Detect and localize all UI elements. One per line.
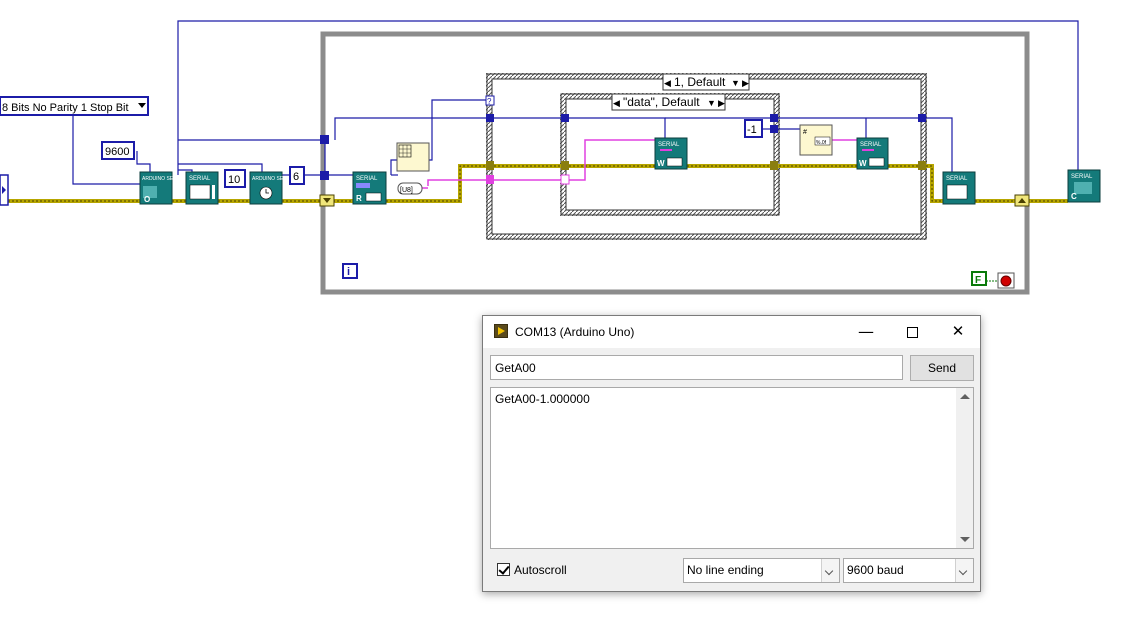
inner-case-selector[interactable]: ◀ "data", Default ▼ ▶	[611, 93, 726, 111]
svg-text:W: W	[859, 159, 867, 168]
chevron-down-icon[interactable]	[955, 559, 973, 582]
autoscroll-checkbox[interactable]	[497, 563, 510, 576]
svg-text:6: 6	[293, 171, 299, 183]
svg-text:SERIAL: SERIAL	[356, 176, 378, 182]
svg-text:SERIAL: SERIAL	[946, 176, 968, 182]
svg-text:SERIAL: SERIAL	[1071, 174, 1093, 180]
svg-text:SERIAL: SERIAL	[658, 142, 680, 148]
autoscroll-label: Autoscroll	[514, 563, 567, 577]
case-tunnels	[486, 114, 926, 185]
block-diagram: 8 Bits No Parity 1 Stop Bit 9600 ARDUINO…	[0, 20, 1101, 295]
svg-text:▼: ▼	[731, 78, 740, 88]
svg-text:#: #	[803, 129, 807, 136]
unknown-tunnel: ?	[485, 95, 495, 106]
svg-text:W: W	[657, 159, 665, 168]
baud-constant[interactable]: 9600	[101, 141, 135, 160]
send-button[interactable]: Send	[910, 355, 974, 381]
close-button[interactable]: ✕	[935, 316, 981, 348]
arduino-serial-icon	[494, 324, 508, 338]
svg-text:F: F	[975, 275, 981, 286]
maximize-button[interactable]	[889, 316, 935, 348]
chevron-down-icon[interactable]	[821, 559, 839, 582]
outer-case-selector[interactable]: ◀ 1, Default ▼ ▶	[662, 73, 750, 91]
baud-rate-value: 9600 baud	[847, 563, 904, 577]
baud-rate-select[interactable]: 9600 baud	[843, 558, 974, 583]
bytes-constant[interactable]: 6	[289, 166, 305, 185]
line-ending-value: No line ending	[687, 563, 764, 577]
while-loop-frame[interactable]	[320, 31, 1030, 295]
serial-monitor-window[interactable]: COM13 (Arduino Uno) — ✕ GetA00 Send GetA…	[482, 315, 981, 592]
svg-text:i: i	[347, 266, 350, 278]
svg-text:C: C	[1071, 192, 1077, 201]
svg-text:%.0f: %.0f	[816, 140, 827, 146]
neg-one-constant[interactable]: -1	[744, 119, 763, 138]
svg-text:10: 10	[228, 174, 240, 186]
window-title: COM13 (Arduino Uno)	[515, 325, 635, 339]
number-to-string-node[interactable]: # %.0f	[799, 124, 833, 156]
loop-tunnels	[319, 135, 1030, 207]
serial-output-area[interactable]: GetA00-1.000000	[490, 387, 974, 549]
svg-text:[U8]: [U8]	[400, 187, 413, 194]
svg-text:SERIAL: SERIAL	[189, 176, 211, 182]
vertical-scrollbar[interactable]	[956, 388, 973, 548]
maximize-icon	[906, 327, 918, 338]
array-index-node[interactable]	[396, 142, 430, 172]
serial-write-node-outer[interactable]: SERIAL W	[856, 137, 889, 170]
serial-config-node[interactable]: SERIAL	[185, 171, 219, 205]
serial-config-constant[interactable]: 8 Bits No Parity 1 Stop Bit	[0, 96, 149, 116]
timeout-constant[interactable]: 10	[224, 169, 246, 188]
scroll-down-icon[interactable]	[960, 537, 970, 542]
line-ending-select[interactable]: No line ending	[683, 558, 840, 583]
svg-text:ARDUINO SERIAL: ARDUINO SERIAL	[252, 176, 294, 182]
minimize-button[interactable]: —	[843, 316, 889, 348]
serial-read-node[interactable]: SERIAL R	[352, 171, 387, 205]
close-icon: ✕	[951, 322, 965, 340]
arduino-serial-open-node[interactable]: ARDUINO SERIAL O	[139, 171, 184, 205]
serial-write-node-inner[interactable]: SERIAL W	[654, 137, 688, 170]
svg-text:◀: ◀	[664, 78, 671, 88]
svg-text:SERIAL: SERIAL	[860, 142, 882, 148]
reference-wires	[72, 20, 1079, 185]
stop-constant[interactable]: F	[971, 271, 998, 286]
svg-text:1, Default: 1, Default	[674, 75, 726, 89]
stop-condition-terminal[interactable]	[997, 272, 1015, 289]
svg-text:O: O	[144, 195, 150, 204]
arduino-serial-close-node[interactable]: SERIAL C	[1067, 169, 1101, 203]
svg-text:"data", Default: "data", Default	[623, 95, 700, 109]
svg-text:9600: 9600	[105, 146, 129, 158]
svg-text:R: R	[356, 194, 362, 203]
svg-text:?: ?	[487, 97, 492, 106]
serial-output-text: GetA00-1.000000	[495, 392, 590, 406]
u8-conversion-node[interactable]: [U8]	[397, 182, 423, 195]
svg-text:◀: ◀	[613, 98, 620, 108]
svg-text:-1: -1	[747, 124, 757, 136]
svg-text:8 Bits No Parity 1 Stop Bit: 8 Bits No Parity 1 Stop Bit	[2, 102, 129, 114]
minimize-icon: —	[858, 322, 874, 341]
arduino-serial-timeout-node[interactable]: ARDUINO SERIAL	[249, 171, 294, 205]
svg-text:▶: ▶	[742, 78, 749, 88]
svg-text:▶: ▶	[718, 98, 725, 108]
title-bar[interactable]: COM13 (Arduino Uno) — ✕	[483, 316, 980, 348]
scroll-up-icon[interactable]	[960, 394, 970, 399]
error-wires	[0, 164, 1068, 203]
svg-text:▼: ▼	[707, 98, 716, 108]
serial-flush-node[interactable]: SERIAL	[942, 171, 976, 205]
command-input[interactable]: GetA00	[490, 355, 903, 380]
svg-text:ARDUINO SERIAL: ARDUINO SERIAL	[142, 176, 184, 182]
loop-iteration-terminal: i	[342, 263, 358, 279]
left-terminal[interactable]	[0, 174, 9, 206]
